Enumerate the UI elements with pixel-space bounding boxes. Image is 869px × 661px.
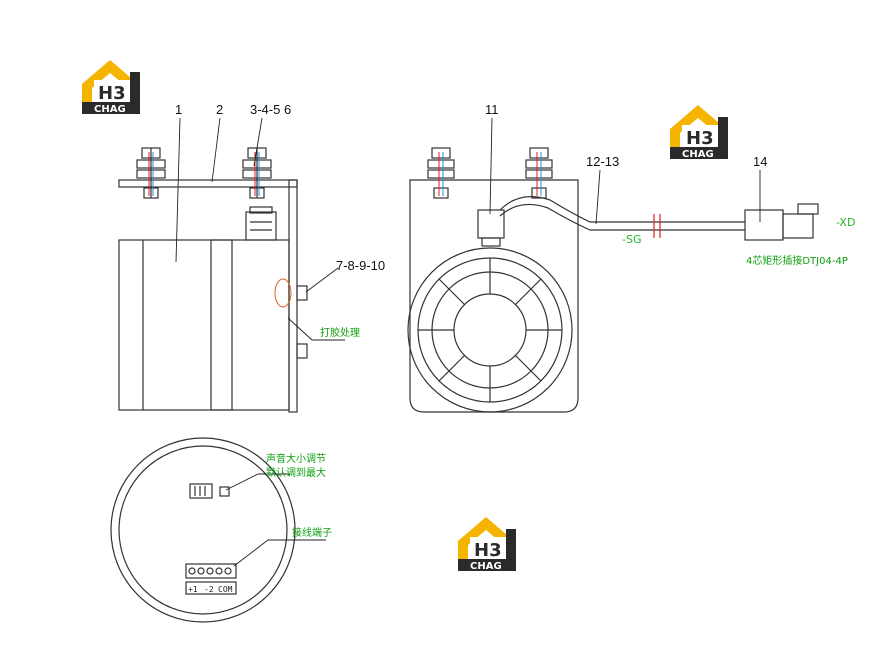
note-terminal: 接线端子: [292, 526, 332, 539]
logo-word: CHAG: [682, 149, 714, 160]
callout-part7: 7-8-9-10: [336, 258, 385, 273]
bolt-right: [242, 147, 272, 199]
note-glue: 打胶处理: [320, 326, 360, 339]
logo-word: CHAG: [470, 561, 502, 572]
bracket-top-plate: [118, 179, 298, 188]
bolt-left: [136, 147, 166, 199]
note-connector: 4芯矩形插接DTJ04-4P: [746, 254, 848, 267]
terminal-label-com: COM: [218, 585, 233, 594]
terminal-block: [185, 563, 237, 579]
front-view: [407, 147, 819, 413]
rear-view: [110, 437, 296, 623]
rear-housing-outer: [110, 437, 296, 623]
side-view-leaders: [175, 117, 345, 341]
logo-mark: H3: [98, 83, 126, 104]
brand-logo-topright: H3 CHAG: [670, 105, 728, 160]
logo-mark: H3: [686, 128, 714, 149]
terminal-label-2: -2: [204, 585, 214, 594]
brand-logo-bottom: H3 CHAG: [458, 517, 516, 572]
side-view: [118, 147, 308, 413]
callout-part12: 12-13: [586, 154, 619, 169]
callout-part11: 11: [485, 102, 499, 117]
note-volume-1: 声音大小调节: [266, 452, 326, 465]
terminal-label-1: +1: [188, 585, 198, 594]
front-bracket-plate: [409, 179, 579, 413]
note-volume-2: 默认调到最大: [266, 466, 326, 479]
connector-plug: [744, 209, 784, 241]
volume-dip-switch: [189, 483, 213, 499]
logo-mark: H3: [474, 540, 502, 561]
callout-part1: 1: [175, 102, 182, 117]
logo-word: CHAG: [94, 104, 126, 115]
wire-tag-right: -XD: [836, 216, 855, 229]
wire-tag-left: -SG: [622, 233, 641, 246]
brand-logo-topleft: H3 CHAG: [82, 60, 140, 115]
speaker-grill-outer: [407, 247, 573, 413]
callout-part2: 2: [216, 102, 223, 117]
callout-part14: 14: [753, 154, 767, 169]
front-view-leaders: [489, 117, 761, 225]
callout-part3: 3-4-5 6: [250, 102, 291, 117]
bracket-flange: [288, 179, 298, 413]
rear-view-leaders: [225, 473, 326, 567]
horn-body: [118, 239, 290, 411]
